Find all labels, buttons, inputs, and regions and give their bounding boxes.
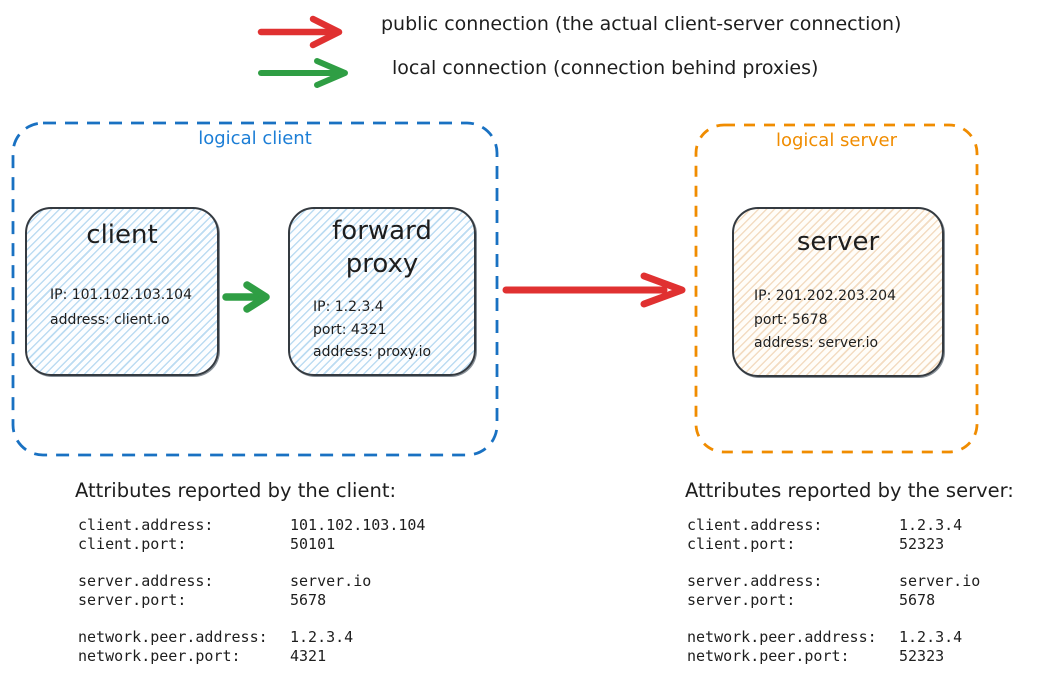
- client-to-proxy-arrow-icon: [222, 281, 270, 313]
- node-client-address: address: client.io: [50, 312, 170, 328]
- server-attr-group-client: client.address:1.2.3.4 client.port:52323: [687, 516, 980, 553]
- attr-row: network.peer.port:4321: [78, 646, 327, 665]
- node-forward-proxy-title: forward proxy: [332, 216, 432, 279]
- node-server-title: server: [796, 227, 880, 257]
- client-attr-group-network-peer: network.peer.address:1.2.3.4 network.pee…: [78, 628, 425, 665]
- client-attr-group-client: client.address:101.102.103.104 client.po…: [78, 516, 425, 553]
- node-server: server IP: 201.202.203.204 port: 5678 ad…: [732, 207, 944, 377]
- server-attr-group-network-peer: network.peer.address:1.2.3.4 network.pee…: [687, 628, 980, 665]
- logical-server-boundary: [694, 123, 979, 454]
- legend-public-connection-arrow-icon: [257, 15, 343, 49]
- attr-row: network.peer.address:1.2.3.4: [687, 628, 963, 646]
- attr-row: network.peer.port:52323: [687, 646, 945, 665]
- node-server-port: port: 5678: [754, 311, 828, 328]
- attr-row: server.port:5678: [687, 590, 936, 609]
- node-forward-proxy-details: IP: 1.2.3.4 port: 4321 address: proxy.io: [313, 296, 468, 364]
- legend-local-connection-label: local connection (connection behind prox…: [392, 57, 819, 79]
- client-attributes-heading: Attributes reported by the client:: [75, 479, 397, 502]
- node-client-title: client: [86, 220, 158, 250]
- legend-local-connection-arrow-icon: [258, 58, 348, 88]
- node-server-ip: IP: 201.202.203.204: [754, 288, 896, 304]
- client-attr-group-server: server.address:server.io server.port:567…: [78, 572, 425, 609]
- node-forward-proxy-port: port: 4321: [313, 321, 387, 338]
- server-attributes-table: client.address:1.2.3.4 client.port:52323…: [687, 516, 980, 665]
- client-attributes-table: client.address:101.102.103.104 client.po…: [78, 516, 425, 665]
- node-server-address: address: server.io: [754, 335, 879, 351]
- node-forward-proxy: forward proxy IP: 1.2.3.4 port: 4321 add…: [288, 207, 476, 376]
- attr-row: client.address:1.2.3.4: [687, 516, 963, 534]
- node-forward-proxy-address: address: proxy.io: [313, 344, 432, 360]
- attr-row: client.port:50101: [78, 534, 336, 553]
- node-client-details: IP: 101.102.103.104 address: client.io: [50, 283, 211, 333]
- node-client: client IP: 101.102.103.104 address: clie…: [25, 207, 219, 376]
- server-attr-group-server: server.address:server.io server.port:567…: [687, 572, 980, 609]
- attr-row: server.port:5678: [78, 590, 327, 609]
- attr-row: client.port:52323: [687, 534, 945, 553]
- server-attributes-heading: Attributes reported by the server:: [685, 479, 1014, 502]
- attr-row: server.address:server.io: [687, 572, 981, 590]
- node-forward-proxy-ip: IP: 1.2.3.4: [313, 299, 384, 315]
- proxy-to-server-arrow-icon: [502, 272, 686, 308]
- attr-row: client.address:101.102.103.104: [78, 516, 426, 534]
- logical-server-label: logical server: [775, 130, 898, 151]
- logical-client-boundary: [11, 121, 499, 457]
- attr-row: server.address:server.io: [78, 572, 372, 590]
- node-server-details: IP: 201.202.203.204 port: 5678 address: …: [754, 285, 936, 356]
- legend-public-connection-label: public connection (the actual client-ser…: [381, 13, 902, 35]
- node-client-ip: IP: 101.102.103.104: [50, 287, 192, 303]
- attr-row: network.peer.address:1.2.3.4: [78, 628, 354, 646]
- logical-client-label: logical client: [198, 128, 312, 149]
